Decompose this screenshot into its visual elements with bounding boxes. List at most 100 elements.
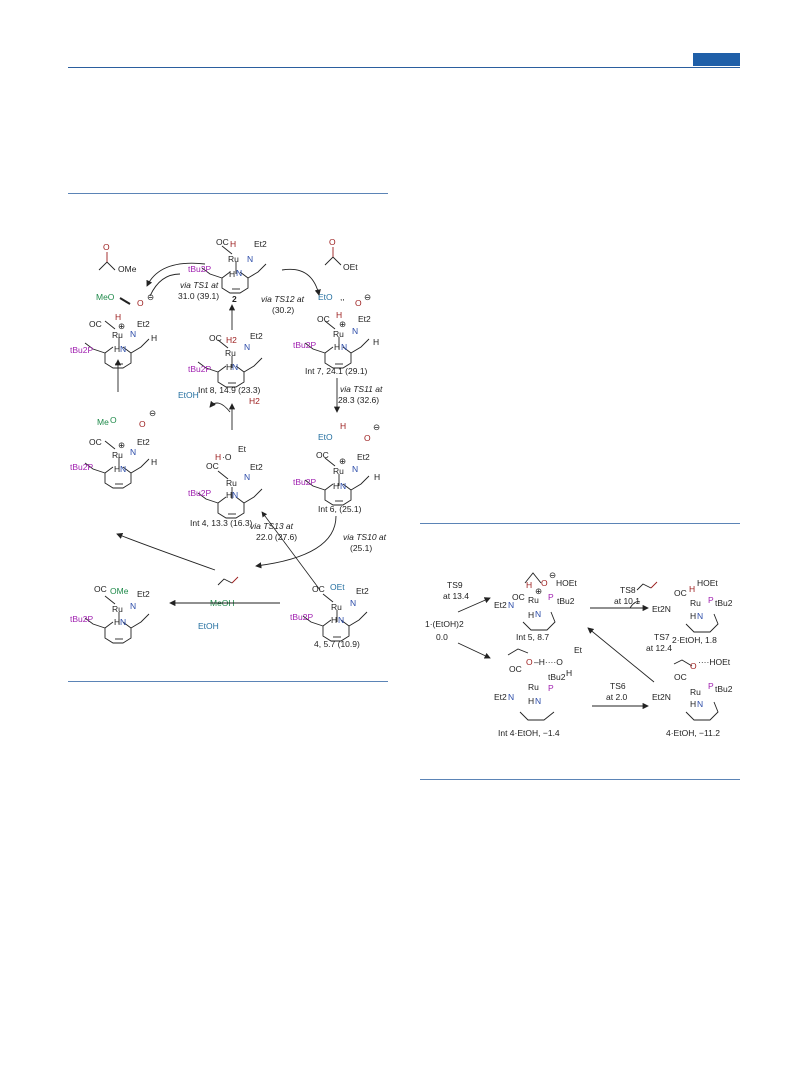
complex-2: Ru H OC N Et2 tBu2P H N 2	[188, 237, 267, 304]
svg-text:H: H	[230, 239, 236, 249]
svg-text:OC: OC	[512, 592, 525, 602]
svg-text:Ru: Ru	[331, 602, 342, 612]
svg-text:Et2: Et2	[250, 331, 263, 341]
start-value: 0.0	[436, 632, 448, 642]
ethyl-acetate: O OEt	[324, 237, 358, 272]
svg-text:H: H	[689, 584, 695, 594]
svg-text:tBu2P: tBu2P	[188, 264, 211, 274]
svg-text:O: O	[364, 433, 371, 443]
meo-alkoxide-complex: MeO , O ⊖ H OC Ru ⊕ N Et2 H tBu2P H N	[70, 292, 157, 369]
int-6-label: Int 6, (25.1)	[318, 504, 362, 514]
svg-text:Et2: Et2	[137, 319, 150, 329]
svg-text:N: N	[352, 326, 358, 336]
p2-hoet: HOEt	[697, 578, 718, 588]
svg-text:OC: OC	[216, 237, 229, 247]
cpd-4-label: 4, 5.7 (10.9)	[314, 639, 360, 649]
int-7-complex: EtO ,, O ⊖ H OC Ru ⊕ N Et2 H tBu2P H N I…	[293, 292, 379, 376]
svg-text:⊖: ⊖	[549, 570, 556, 580]
svg-text:H: H	[528, 696, 534, 706]
svg-text:Ru: Ru	[528, 682, 539, 692]
svg-text:tBu2P: tBu2P	[70, 614, 93, 624]
svg-text:O: O	[541, 578, 548, 588]
svg-text:O: O	[329, 237, 336, 247]
svg-text:H: H	[566, 668, 572, 678]
complex-2-etoh: OC H HOEt Ru P tBu2 Et2N H N 2·EtOH, 1.8	[652, 578, 733, 645]
svg-text:OC: OC	[312, 584, 325, 594]
svg-text:,,: ,,	[340, 292, 345, 302]
svg-text:H: H	[528, 610, 534, 620]
svg-text:O: O	[103, 242, 110, 252]
scheme2-bottom-rule	[420, 779, 740, 780]
svg-text:N: N	[244, 472, 250, 482]
svg-text:H: H	[690, 699, 696, 709]
svg-text:H: H	[373, 337, 379, 347]
svg-text:N: N	[338, 615, 344, 625]
svg-text:⊕: ⊕	[339, 319, 346, 329]
svg-text:Et2: Et2	[494, 600, 507, 610]
int-4-complex: H ·O Et OC Ru N Et2 tBu2P H N Int 4, 13.…	[188, 444, 263, 528]
svg-text:N: N	[352, 464, 358, 474]
catalytic-cycle-diagram: Ru H OC N Et2 tBu2P H N 2 O OEt O OMe Me…	[70, 237, 387, 649]
svg-text:Et2: Et2	[358, 314, 371, 324]
svg-text:OC: OC	[89, 437, 102, 447]
svg-text:tBu2P: tBu2P	[293, 340, 316, 350]
svg-text:Et2: Et2	[137, 589, 150, 599]
svg-text:Ru: Ru	[112, 450, 123, 460]
svg-text:Et2: Et2	[250, 462, 263, 472]
acetaldehyde	[217, 578, 233, 586]
svg-text:⊖: ⊖	[373, 422, 380, 432]
int-4-etoh-complex: O –H····O Et OC Ru tBu2 P H Et2 N H N In…	[494, 645, 583, 738]
svg-text:tBu2P: tBu2P	[188, 364, 211, 374]
p4-label: 4·EtOH, −11.2	[666, 728, 720, 738]
svg-text:Et: Et	[574, 645, 583, 655]
svg-text:EtO: EtO	[318, 292, 333, 302]
svg-text:⊕: ⊕	[118, 440, 125, 450]
svg-text:H: H	[151, 457, 157, 467]
ts6-label: TS6	[610, 681, 626, 691]
svg-text:H: H	[114, 464, 120, 474]
svg-text:⊖: ⊖	[147, 292, 154, 302]
svg-text:P: P	[548, 683, 554, 693]
svg-text:P: P	[708, 681, 714, 691]
svg-text:H: H	[229, 269, 235, 279]
scheme2-top-rule	[420, 523, 740, 524]
ome-label: OMe	[118, 264, 137, 274]
svg-text:Et2N: Et2N	[652, 604, 671, 614]
svg-text:N: N	[697, 611, 703, 621]
int-5-label: Int 5, 8.7	[516, 632, 549, 642]
svg-text:N: N	[350, 598, 356, 608]
svg-text:Et2: Et2	[357, 452, 370, 462]
svg-text:O: O	[139, 419, 146, 429]
svg-text:H: H	[115, 312, 121, 322]
svg-text:N: N	[120, 617, 126, 627]
svg-text:O: O	[355, 298, 362, 308]
svg-text:⊕: ⊕	[339, 456, 346, 466]
scheme1-top-rule	[68, 193, 388, 194]
svg-text:OC: OC	[509, 664, 522, 674]
svg-text:N: N	[130, 329, 136, 339]
ts9-value: at 13.4	[443, 591, 469, 601]
svg-text:H: H	[690, 611, 696, 621]
svg-text:N: N	[232, 490, 238, 500]
svg-text:⊖: ⊖	[149, 408, 156, 418]
svg-text:P: P	[708, 595, 714, 605]
ts1-label: via TS1 at	[180, 280, 219, 290]
svg-text:N: N	[130, 447, 136, 457]
svg-text:Et2: Et2	[494, 692, 507, 702]
svg-text:N: N	[247, 254, 253, 264]
svg-text:⊕: ⊕	[535, 586, 542, 596]
svg-text:O: O	[110, 415, 117, 425]
int-8-label: Int 8, 14.9 (23.3)	[198, 385, 261, 395]
p2-label: 2·EtOH, 1.8	[672, 635, 717, 645]
svg-text:H: H	[215, 452, 221, 462]
svg-text:N: N	[535, 609, 541, 619]
svg-text:tBu2P: tBu2P	[188, 488, 211, 498]
svg-text:N: N	[232, 362, 238, 372]
svg-text:Ru: Ru	[333, 329, 344, 339]
svg-text:H: H	[114, 344, 120, 354]
svg-text:Ru: Ru	[333, 466, 344, 476]
svg-text:H: H	[334, 342, 340, 352]
svg-text:····HOEt: ····HOEt	[698, 657, 731, 667]
svg-text:P: P	[548, 592, 554, 602]
svg-text:Ru: Ru	[690, 687, 701, 697]
